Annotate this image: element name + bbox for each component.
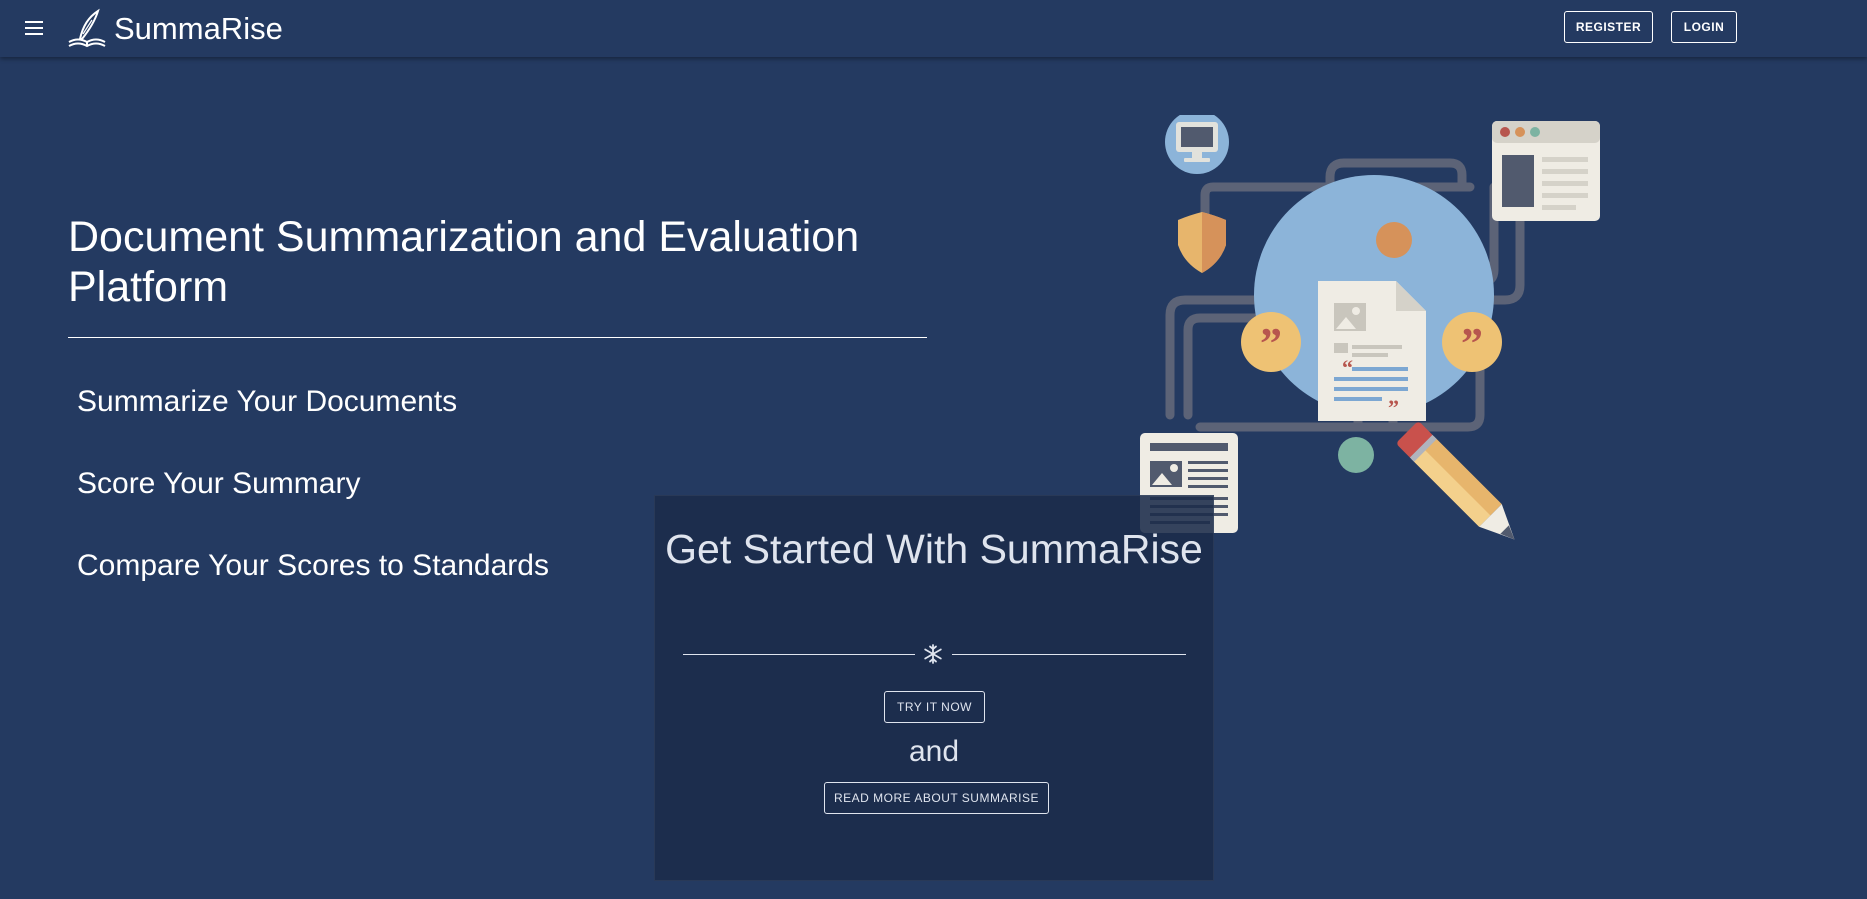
top-app-bar: SummaRise REGISTER LOGIN (0, 0, 1867, 57)
page-title: Document Summarization and Evaluation Pl… (68, 213, 860, 311)
get-started-card: Get Started With SummaRise TRY IT NOW an… (654, 495, 1214, 881)
book-quill-icon (68, 8, 106, 48)
card-divider-left (683, 654, 915, 655)
document-network-illustration: ” ” “ ” (1140, 115, 1600, 540)
register-button[interactable]: REGISTER (1564, 11, 1653, 43)
read-more-button[interactable]: READ MORE ABOUT SUMMARISE (824, 782, 1049, 814)
card-title: Get Started With SummaRise (665, 526, 1203, 572)
login-button[interactable]: LOGIN (1671, 11, 1737, 43)
brand-name[interactable]: SummaRise (114, 11, 283, 46)
svg-text:“: “ (1342, 355, 1353, 380)
svg-text:”: ” (1388, 395, 1399, 420)
title-divider (68, 337, 927, 338)
snowflake-icon (924, 644, 942, 664)
card-divider-right (952, 654, 1186, 655)
and-text: and (908, 735, 960, 768)
feature-summarize: Summarize Your Documents (77, 385, 458, 418)
feature-compare: Compare Your Scores to Standards (77, 549, 549, 582)
svg-text:”: ” (1461, 319, 1483, 368)
try-it-now-button[interactable]: TRY IT NOW (884, 691, 985, 723)
hamburger-menu-icon[interactable] (24, 20, 44, 36)
feature-score: Score Your Summary (77, 467, 361, 500)
svg-text:”: ” (1260, 319, 1282, 368)
